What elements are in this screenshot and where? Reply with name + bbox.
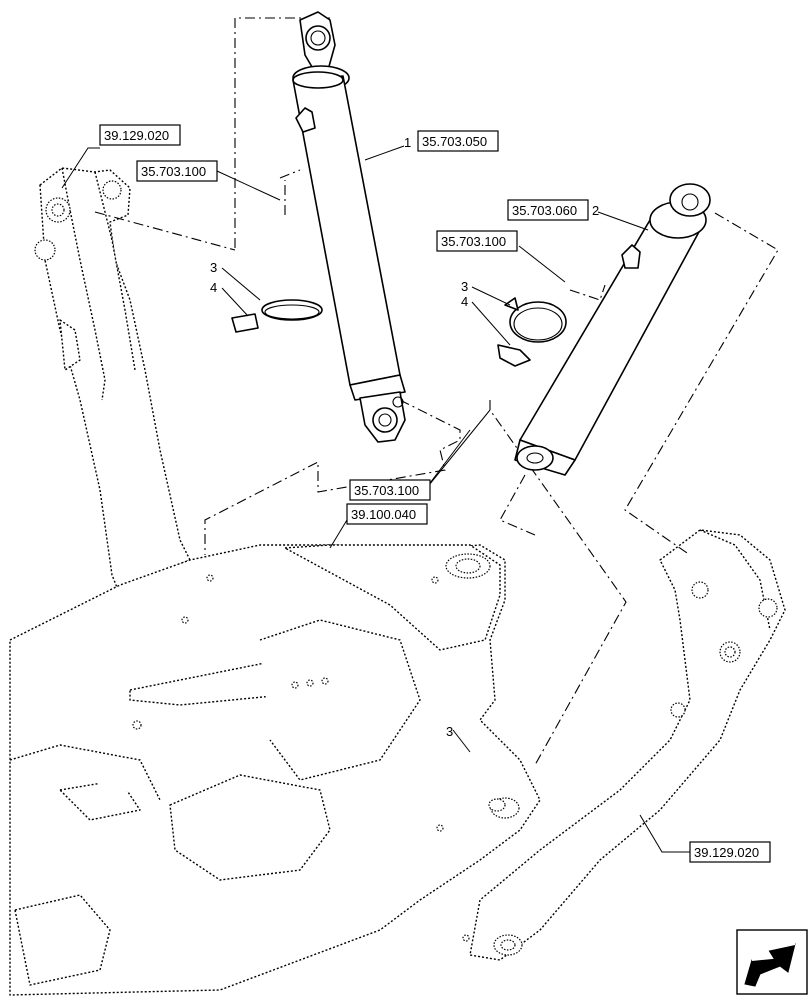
ref-label-cylinder1: 35.703.050 bbox=[422, 134, 487, 149]
item-number-4-left: 4 bbox=[210, 280, 217, 295]
ref-label-cylinder2: 35.703.060 bbox=[512, 203, 577, 218]
tab-right bbox=[497, 344, 531, 367]
ref-box-cylinder2-mount[interactable]: 35.703.100 bbox=[436, 230, 518, 252]
ref-label-chassis: 39.100.040 bbox=[351, 507, 416, 522]
clamp-ring-right bbox=[504, 297, 567, 343]
leader-lines bbox=[61, 145, 690, 853]
item-number-3-lower: 3 bbox=[446, 724, 453, 739]
ref-box-chassis[interactable]: 39.100.040 bbox=[346, 503, 428, 525]
clamp-ring-left bbox=[261, 299, 323, 321]
ref-box-mount-bottom[interactable]: 35.703.100 bbox=[349, 479, 431, 501]
item-number-1: 1 bbox=[404, 135, 411, 150]
assembly-guide-lines bbox=[94, 17, 779, 766]
hydraulic-cylinder-2 bbox=[514, 183, 711, 476]
ref-label-frame-top: 39.129.020 bbox=[104, 128, 169, 143]
item-number-2: 2 bbox=[592, 203, 599, 218]
chassis-frame bbox=[9, 544, 541, 996]
item-number-4-right: 4 bbox=[461, 294, 468, 309]
ref-box-cylinder1[interactable]: 1 35.703.050 bbox=[404, 130, 499, 152]
ref-label-cylinder1-mount: 35.703.100 bbox=[141, 164, 206, 179]
ref-box-cylinder2[interactable]: 35.703.060 2 bbox=[507, 199, 599, 221]
ref-box-frame-top[interactable]: 39.129.020 bbox=[99, 124, 181, 146]
ref-box-frame-bottom[interactable]: 39.129.020 bbox=[689, 841, 771, 863]
item-number-3-right: 3 bbox=[461, 279, 468, 294]
next-page-arrow-icon[interactable] bbox=[736, 929, 808, 995]
ref-label-frame-bottom: 39.129.020 bbox=[694, 845, 759, 860]
ref-box-cylinder1-mount[interactable]: 35.703.100 bbox=[136, 160, 218, 182]
ref-label-cylinder2-mount: 35.703.100 bbox=[441, 234, 506, 249]
hydraulic-cylinder-1 bbox=[292, 11, 406, 443]
tab-left bbox=[231, 313, 259, 333]
ref-label-mount-bottom: 35.703.100 bbox=[354, 483, 419, 498]
left-boom-arm bbox=[34, 167, 191, 591]
item-number-3-left: 3 bbox=[210, 260, 217, 275]
right-boom-arm bbox=[469, 529, 786, 961]
